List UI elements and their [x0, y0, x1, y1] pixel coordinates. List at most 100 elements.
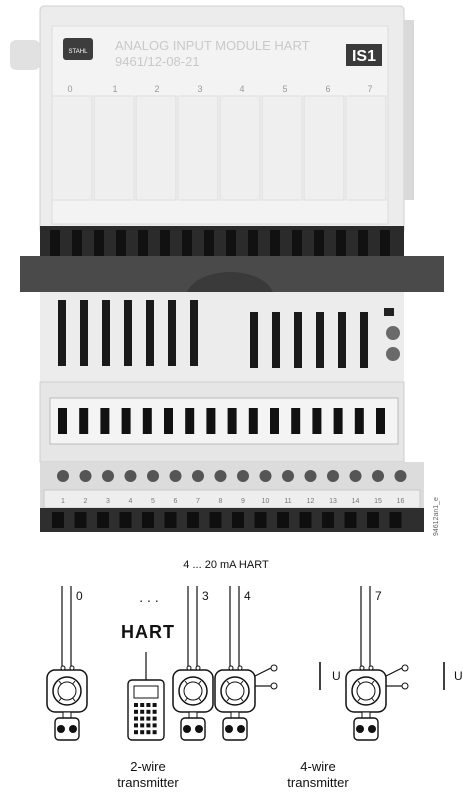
terminal-clamp [119, 512, 132, 528]
field-transmitter [46, 665, 88, 741]
field-transmitter [345, 664, 409, 741]
terminal-slot [142, 408, 152, 434]
keypad-key [152, 709, 157, 714]
terminal-clamp [142, 512, 154, 528]
keypad-key [140, 730, 145, 735]
hart-communicator [127, 652, 165, 741]
terminal-number: 5 [151, 498, 155, 505]
terminal-number: 3 [106, 498, 110, 505]
channel-label-slot [345, 95, 387, 201]
keypad-key [152, 730, 157, 735]
keypad-key [140, 716, 145, 721]
keypad-key [152, 723, 157, 728]
terminal-screw [124, 470, 137, 482]
terminal-screw [327, 470, 339, 482]
vent-slot [316, 312, 324, 368]
terminal-slot [248, 408, 258, 434]
keypad-key [146, 716, 151, 721]
vent-slot [102, 300, 110, 366]
module-title: ANALOG INPUT MODULE HART [115, 38, 310, 53]
terminal-slot [354, 408, 364, 434]
signal-type-label: 4 ... 20 mA HART [183, 559, 269, 571]
connector-pin [94, 230, 104, 256]
terminal-screw [259, 470, 272, 482]
channel-label: 4 [244, 589, 251, 603]
terminal-slot [100, 408, 110, 434]
terminal-screw [102, 470, 114, 482]
channel-number: 4 [239, 84, 244, 94]
channel-number: 2 [154, 84, 159, 94]
vent-slot [190, 300, 198, 366]
connector-pin [358, 230, 368, 256]
channel-number: 5 [282, 84, 287, 94]
terminal-clamp [322, 512, 334, 528]
terminal-slot [79, 408, 89, 434]
connector-pin [248, 230, 258, 256]
terminal-slot [185, 408, 195, 434]
terminal-clamp [367, 512, 379, 528]
connector-pin [314, 230, 324, 256]
terminal-number: 7 [196, 498, 200, 505]
hart-label: HART [121, 622, 175, 642]
channel-label-slot [303, 95, 345, 201]
keypad-key [146, 703, 151, 707]
vent-slot [294, 312, 302, 368]
vent-slot [360, 312, 368, 368]
terminal-clamp [97, 512, 109, 528]
channel-label-slot [51, 95, 93, 201]
keypad-key [146, 723, 151, 728]
terminal-number: 4 [129, 498, 133, 505]
channel-number: 0 [67, 84, 72, 94]
module-part-number: 9461/12-08-21 [115, 54, 200, 69]
channel-number: 1 [112, 84, 117, 94]
terminal-screw [237, 470, 249, 482]
terminal-slot [291, 408, 301, 434]
status-led [386, 347, 400, 361]
connector-pin [270, 230, 280, 256]
keypad-key [134, 716, 138, 721]
terminal-screw [282, 470, 294, 482]
vent-slot [338, 312, 346, 368]
connector-pin [116, 230, 126, 256]
terminal-slot [58, 408, 67, 434]
four-wire-caption-line2: transmitter [287, 775, 349, 790]
terminal-slot [333, 408, 343, 434]
terminal-number: 14 [352, 498, 360, 505]
terminal-number: 2 [84, 498, 88, 505]
ellipsis: . . . [139, 589, 158, 605]
terminal-number: 15 [374, 498, 382, 505]
terminal-number: 1 [61, 498, 65, 505]
keypad-key [146, 730, 151, 735]
keypad-key [152, 716, 157, 721]
terminal-screw [169, 470, 182, 482]
vent-slot [272, 312, 280, 368]
supply-voltage-label: U [454, 669, 463, 683]
keypad-key [152, 703, 157, 707]
keypad-key [134, 709, 138, 714]
terminal-clamp [277, 512, 289, 528]
ex-logo [346, 44, 382, 66]
channel-label-slot [219, 95, 261, 201]
connector-pin [380, 230, 390, 256]
terminal-slot [312, 408, 322, 434]
connector-pin [204, 230, 214, 256]
keypad-key [134, 730, 138, 735]
channel-label-slot [135, 95, 177, 201]
terminal-screw [147, 470, 159, 482]
connector-pin [138, 230, 148, 256]
connector-pin [226, 230, 236, 256]
connector-pin [182, 230, 192, 256]
status-led [386, 326, 400, 340]
terminal-screw [79, 470, 92, 482]
four-wire-caption-line1: 4-wire [300, 759, 335, 774]
keypad-key [140, 723, 145, 728]
field-transmitter [172, 665, 214, 741]
terminal-number: 8 [219, 498, 223, 505]
vent-slot [58, 300, 66, 366]
terminal-screw [192, 470, 204, 482]
vent-slot [250, 312, 258, 368]
terminal-screw [304, 470, 317, 482]
terminal-slot [227, 408, 237, 434]
terminal-clamp [52, 512, 64, 528]
